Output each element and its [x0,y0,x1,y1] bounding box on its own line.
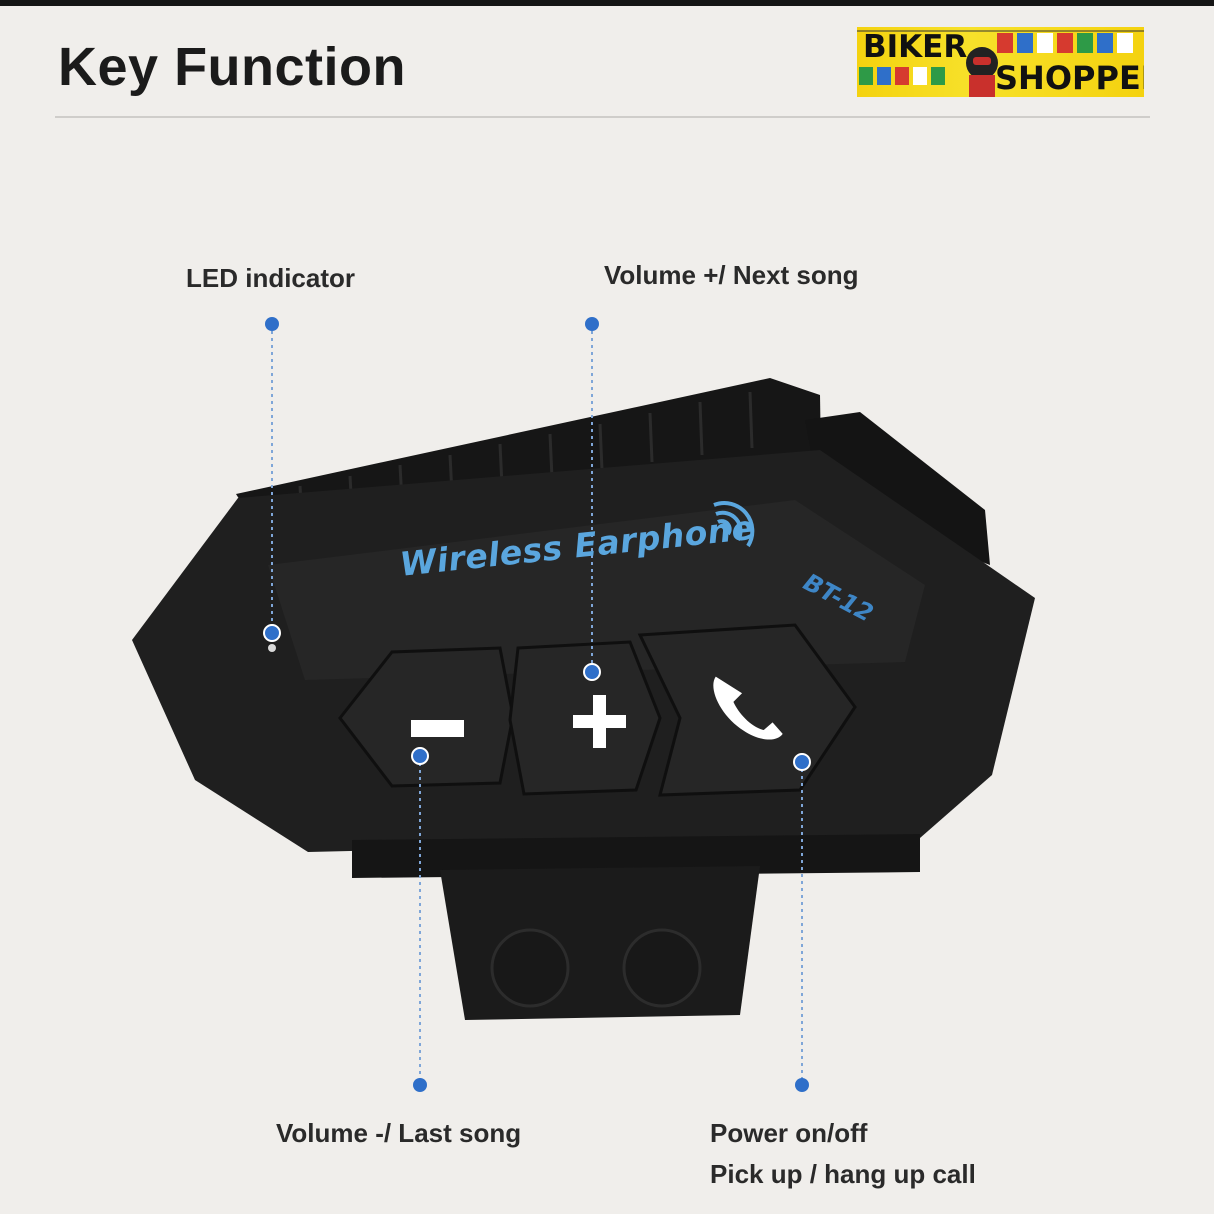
top-border [0,0,1214,6]
led-anchor-dot [263,624,281,642]
volume-down-callout-dot [413,1078,427,1092]
plus-icon [573,695,626,748]
phone-button[interactable] [637,623,857,797]
device-mount-bar [352,834,920,878]
power-callout-dot [795,1078,809,1092]
wifi-waves-icon [713,501,755,548]
power-anchor-dot [793,753,811,771]
callout-dots [263,317,811,1092]
bracket-knob-left [490,928,570,1008]
bracket-knob-right [622,928,702,1008]
phone-icon [713,676,783,740]
volume-up-label: Volume +/ Next song [604,260,859,290]
led-indicator-label: LED indicator [186,263,356,293]
brand-logo: BIKER SHOPPEE [857,27,1144,97]
call-label: Pick up / hang up call [710,1159,976,1189]
volume-up-anchor-dot [583,663,601,681]
prayer-flags-graphic [857,30,1144,97]
led-light [268,644,276,652]
title-divider [55,116,1150,118]
device-right-clip [805,412,990,565]
logo-word-shoppee: SHOPPEE [995,59,1144,97]
callout-lines [271,324,803,1085]
logo-word-biker: BIKER [863,29,968,65]
volume-down-label: Volume -/ Last song [276,1118,522,1148]
minus-icon [411,720,464,737]
volume-down-anchor-dot [411,747,429,765]
led-callout-dot [265,317,279,331]
device-bracket [440,866,760,1020]
page-title: Key Function [58,37,407,97]
power-label: Power on/off [710,1118,868,1148]
volume-up-callout-dot [585,317,599,331]
